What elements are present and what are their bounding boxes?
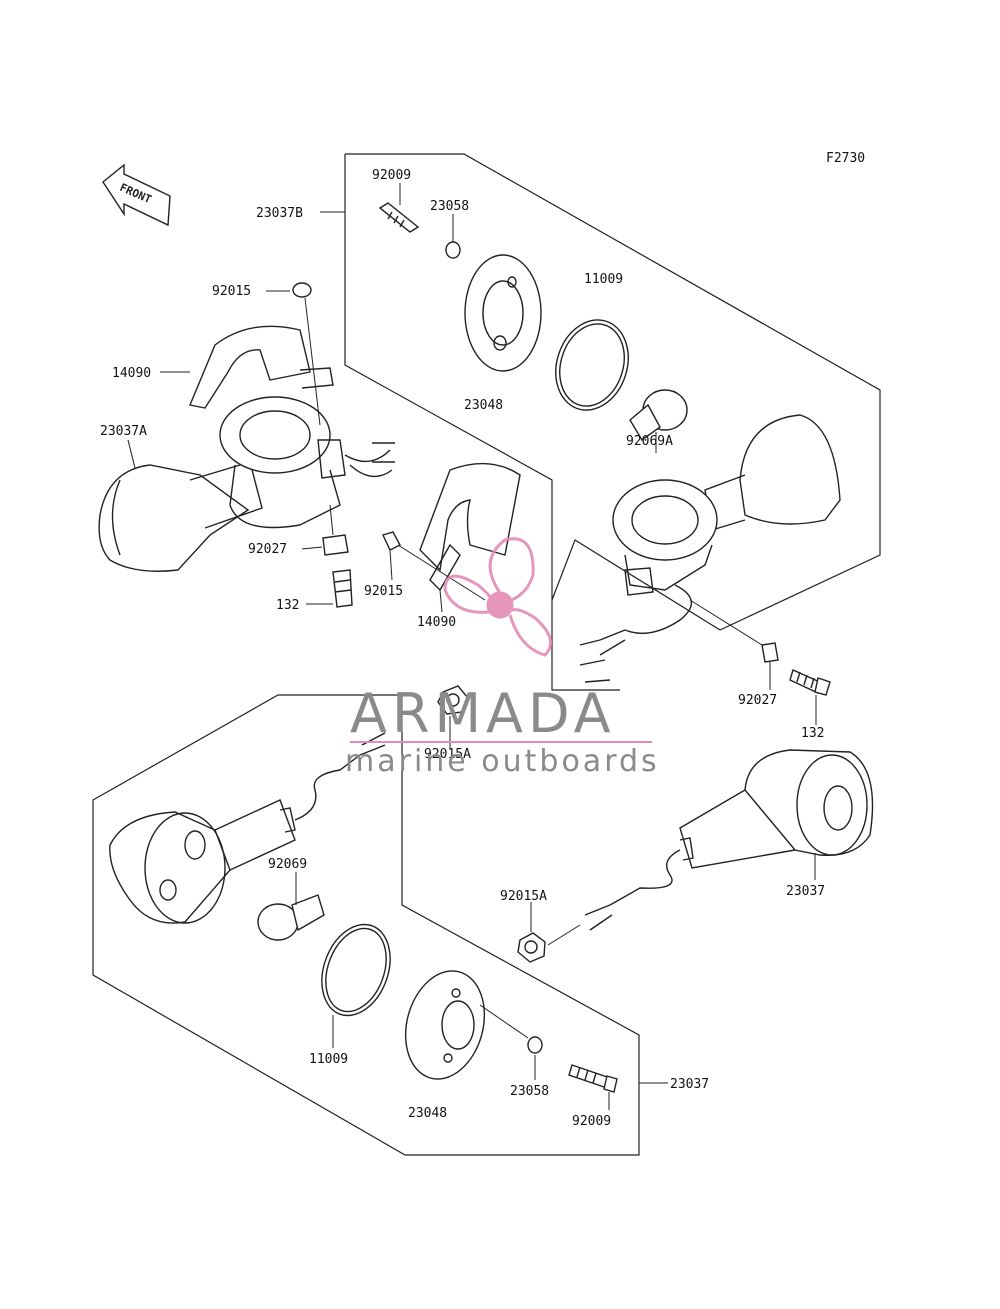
turn-signal-23037B [579,414,841,683]
gasket-11009-top [555,319,629,411]
front-arrow-icon: FRONT [102,163,171,227]
label-132-right: 132 [801,726,824,741]
collar-92027-left [322,504,349,556]
bolt-132-right [789,669,831,696]
label-23037-right: 23037 [786,884,825,899]
label-92027-left: 92027 [248,542,287,557]
watermark: ARMADA marine outboards [345,537,660,779]
assembly-frame-23037B [344,153,881,691]
bolt-132-left [332,569,353,608]
gasket-11009-bottom [321,923,391,1017]
screw-92009-bottom [568,1064,618,1093]
label-23058-top: 23058 [430,199,469,214]
bulb-92069A [629,389,688,442]
figure-code: F2730 [826,151,865,166]
screw-92009-top [378,202,420,233]
label-23048-bottom: 23048 [408,1106,447,1121]
label-11009-top: 11009 [584,272,623,287]
nut-92015-middle [382,531,486,601]
collar-92027-right [689,599,779,663]
label-92009-top: 92009 [372,168,411,183]
label-92015A-bottom: 92015A [500,889,547,904]
label-23037-bottom: 23037 [670,1077,709,1092]
turn-signal-23037A [98,396,395,572]
label-23037A: 23037A [100,424,147,439]
part-labels: 92009 23058 11009 23048 23037B 92015 140… [100,168,825,1129]
nut-92015A-middle [437,685,469,715]
nut-92015A-bottom [517,924,581,963]
watermark-brand: ARMADA [350,682,616,745]
lens-rim-23048-top [464,254,542,372]
label-92009-bottom: 92009 [572,1114,611,1129]
assembly-frame-23037 [92,694,640,1156]
washer-23058-bottom [527,1036,543,1054]
label-92015-middle: 92015 [364,584,403,599]
turn-signal-23037-right [584,749,874,931]
label-11009-bottom: 11009 [309,1052,348,1067]
cover-14090-middle [419,462,521,592]
label-14090-left: 14090 [112,366,151,381]
label-14090-middle: 14090 [417,615,456,630]
cover-14090-left [189,325,334,409]
nut-92015-left [292,282,321,426]
lens-23048-bottom [404,970,529,1080]
label-23037B: 23037B [256,206,303,221]
watermark-tagline: marine outboards [345,744,660,779]
label-132-left: 132 [276,598,299,613]
bulb-92069 [257,894,325,941]
turn-signal-23037-left [109,732,386,924]
label-92015-left: 92015 [212,284,251,299]
label-23048-top: 23048 [464,398,503,413]
label-92069A: 92069A [626,434,673,449]
propeller-logo-icon [443,537,553,657]
label-92015A-middle: 92015A [424,747,471,762]
label-92027-right: 92027 [738,693,777,708]
label-23058-bottom: 23058 [510,1084,549,1099]
label-92069: 92069 [268,857,307,872]
washer-23058-top [445,241,461,259]
